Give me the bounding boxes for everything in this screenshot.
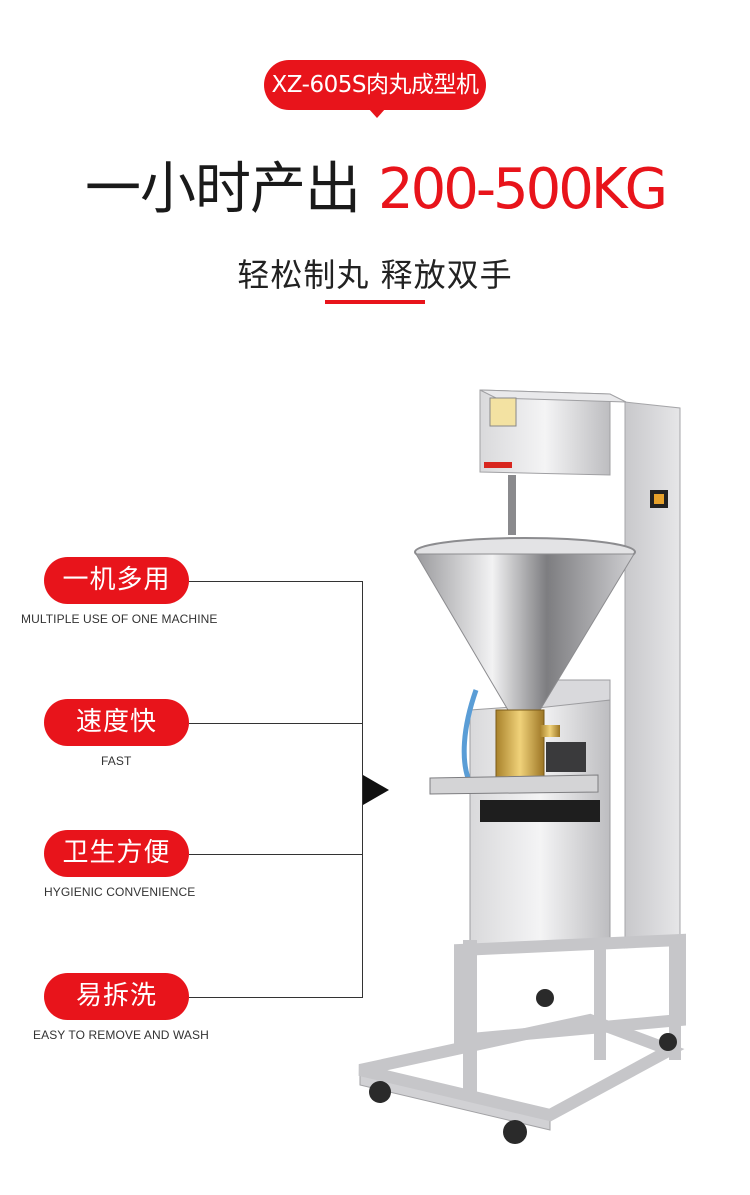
feature-caption-fast: FAST: [101, 754, 132, 768]
connector-spine: [362, 581, 363, 998]
meatball-machine-illustration: [358, 389, 686, 1144]
model-badge: XZ-605S肉丸成型机: [264, 60, 486, 110]
feature-caption-multi-use: MULTIPLE USE OF ONE MACHINE: [21, 612, 218, 626]
feature-pill-multi-use: 一机多用: [44, 557, 189, 604]
feature-caption-easy-clean: EASY TO REMOVE AND WASH: [33, 1028, 209, 1042]
connector-line: [189, 997, 363, 998]
feature-pill-hygienic: 卫生方便: [44, 830, 189, 877]
caster-wheel: [369, 1081, 391, 1103]
subtitle: 轻松制丸 释放双手: [237, 256, 513, 294]
caster-wheel: [503, 1120, 527, 1144]
feature-pill-easy-clean: 易拆洗: [44, 973, 189, 1020]
headline-capacity: 200-500KG: [377, 157, 668, 222]
feature-pill-fast: 速度快: [44, 699, 189, 746]
connector-line: [189, 854, 363, 855]
pointer-arrow-icon: [363, 775, 389, 805]
badge-pointer: [368, 108, 386, 118]
feature-caption-hygienic: HYGIENIC CONVENIENCE: [44, 885, 196, 899]
connector-line: [189, 581, 363, 582]
connector-line: [189, 723, 363, 724]
headline-prefix: 一小时产出: [84, 157, 361, 222]
caster-wheel: [536, 989, 554, 1007]
subtitle-underline: [325, 300, 425, 304]
caster-wheel: [659, 1033, 677, 1051]
